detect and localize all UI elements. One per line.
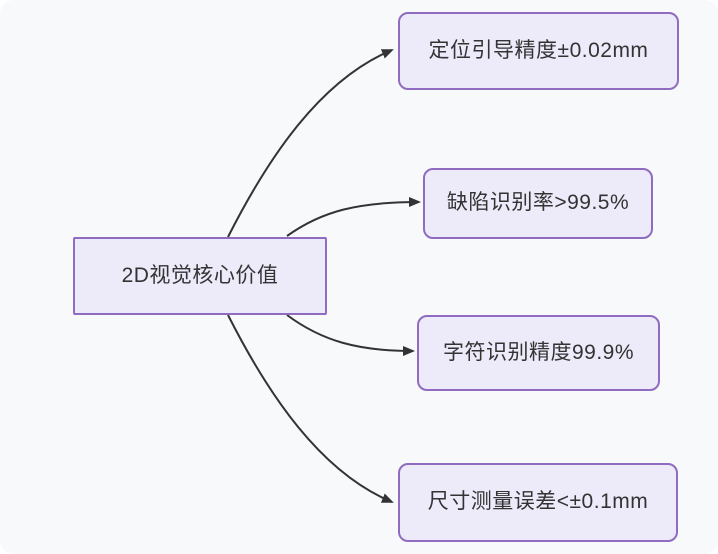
branch-node-label: 定位引导精度±0.02mm xyxy=(428,38,649,62)
branch-node-positioning-accuracy: 定位引导精度±0.02mm xyxy=(398,12,679,90)
branch-node-label: 字符识别精度99.9% xyxy=(442,340,635,364)
edge-root-to-branch-1 xyxy=(227,49,394,238)
branch-node-character-recognition: 字符识别精度99.9% xyxy=(417,315,660,391)
branch-node-defect-recognition: 缺陷识别率>99.5% xyxy=(423,168,653,239)
edge-root-to-branch-3 xyxy=(286,314,415,356)
branch-node-label: 尺寸测量误差<±0.1mm xyxy=(427,490,649,514)
edge-root-to-branch-4 xyxy=(227,314,394,503)
branch-node-measurement-error: 尺寸测量误差<±0.1mm xyxy=(398,463,678,542)
edge-root-to-branch-2 xyxy=(286,197,421,237)
root-node-label: 2D视觉核心价值 xyxy=(121,263,279,287)
branch-node-label: 缺陷识别率>99.5% xyxy=(446,191,630,215)
root-node: 2D视觉核心价值 xyxy=(73,237,327,315)
